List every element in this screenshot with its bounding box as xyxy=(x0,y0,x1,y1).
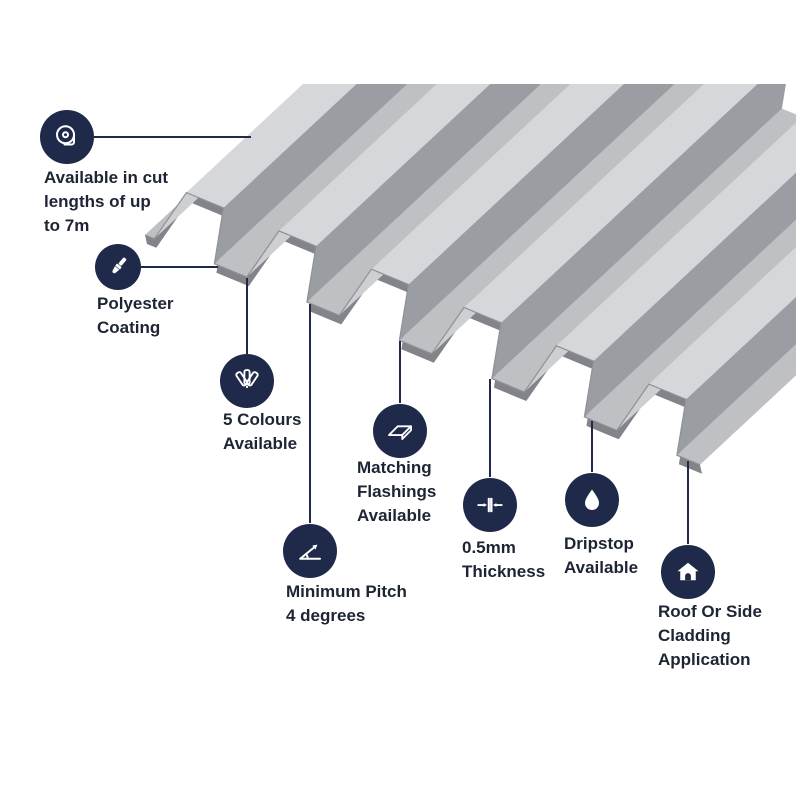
feature-label-dripstop: Dripstop Available xyxy=(564,532,638,580)
tape-measure-icon xyxy=(56,125,76,146)
label-line: Polyester xyxy=(97,294,174,313)
sheet-face xyxy=(676,296,796,456)
paintbrush-icon xyxy=(112,257,127,274)
label-line: 4 degrees xyxy=(286,606,366,625)
sheet-face xyxy=(214,84,408,264)
tape-measure-icon-badge xyxy=(40,110,94,164)
label-line: 0.5mm xyxy=(462,538,516,557)
label-line: Thickness xyxy=(462,562,546,581)
sheet-face xyxy=(491,108,796,392)
feature-label-colours: 5 Colours Available xyxy=(223,408,301,456)
label-line: Minimum Pitch xyxy=(286,582,407,601)
colour-fan-icon-badge xyxy=(220,354,274,408)
label-line: Available xyxy=(223,434,298,453)
feature-label-application: Roof Or Side Cladding Application xyxy=(658,600,762,672)
label-line: Matching xyxy=(357,458,432,477)
pitch-angle-icon xyxy=(299,544,321,560)
sheet-face xyxy=(584,172,796,417)
sheet-face xyxy=(306,84,542,302)
feature-label-thickness: 0.5mm Thickness xyxy=(462,536,545,584)
label-line: Dripstop xyxy=(564,534,634,553)
sheet-face xyxy=(491,84,786,379)
sheet-front-edge xyxy=(144,191,701,466)
paintbrush-icon-badge xyxy=(95,244,141,290)
label-line: Roof Or Side xyxy=(658,602,762,621)
sheet-face xyxy=(648,247,796,400)
sheet-face xyxy=(584,219,796,431)
label-line: Cladding xyxy=(658,626,731,645)
label-line: Available xyxy=(564,558,639,577)
sheet-face xyxy=(464,84,758,323)
droplet-icon-badge xyxy=(565,473,619,527)
feature-label-matching-flashings: Matching Flashings Available xyxy=(357,456,436,528)
roofing-sheet xyxy=(144,84,796,474)
flashing-sheet-icon xyxy=(388,425,412,440)
house-icon-badge xyxy=(661,545,715,599)
thickness-gauge-icon xyxy=(477,497,503,513)
sheet-face xyxy=(186,84,357,208)
pitch-icon-badge xyxy=(283,524,337,578)
sheet-face xyxy=(676,344,796,465)
sheet-face xyxy=(556,122,796,362)
label-line: to 7m xyxy=(44,216,90,235)
thickness-icon-badge xyxy=(463,478,517,532)
sheet-face xyxy=(279,84,491,247)
label-line: lengths of up xyxy=(44,192,151,211)
label-line: Coating xyxy=(97,318,161,337)
label-line: 5 Colours xyxy=(223,410,302,429)
label-line: Application xyxy=(658,650,751,669)
water-droplet-icon xyxy=(585,489,599,510)
feature-label-cut-lengths: Available in cut lengths of up to 7m xyxy=(44,166,168,238)
feature-label-polyester-coating: Polyester Coating xyxy=(97,292,174,340)
house-icon xyxy=(677,562,699,581)
feature-label-minimum-pitch: Minimum Pitch 4 degrees xyxy=(286,580,407,628)
label-line: Available xyxy=(357,506,432,525)
sheet-face xyxy=(399,84,675,341)
label-line: Flashings xyxy=(357,482,437,501)
flashing-icon-badge xyxy=(373,404,427,458)
colour-swatch-fan-icon xyxy=(235,369,259,389)
label-line: Available in cut xyxy=(44,168,169,187)
sheet-face xyxy=(371,84,624,285)
